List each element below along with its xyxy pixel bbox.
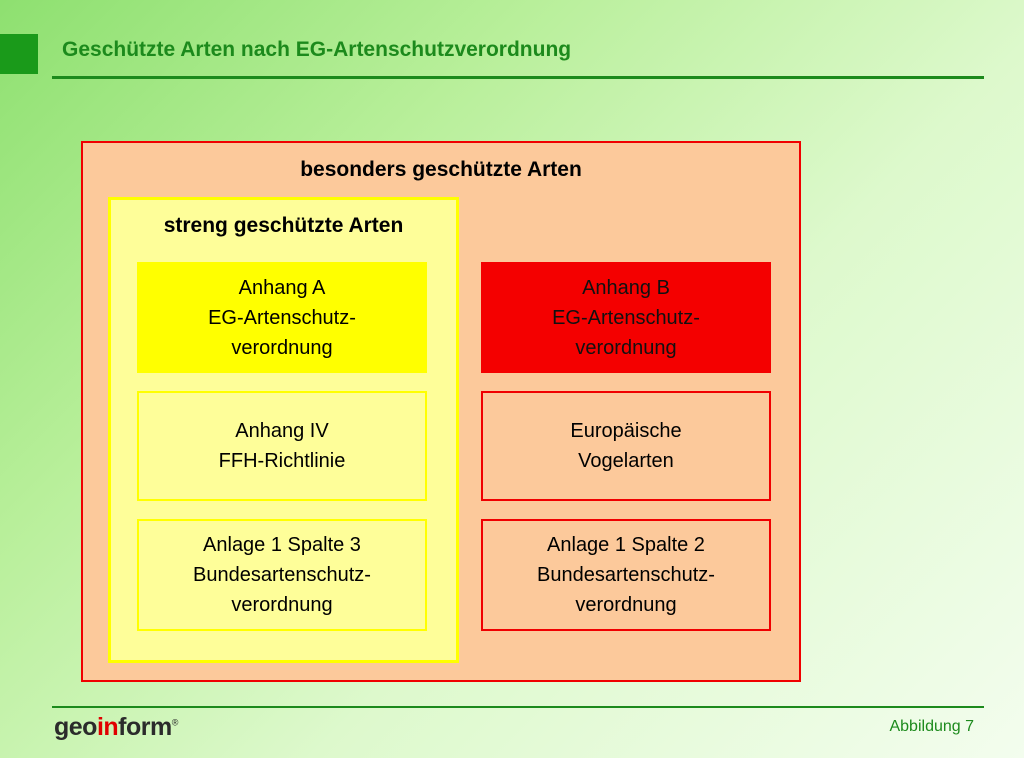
geoinform-logo: geoinform®	[54, 713, 178, 742]
cell-anlage-spalte-2: Anlage 1 Spalte 2 Bundesartenschutz- ver…	[481, 519, 771, 631]
cell-anhang-a: Anhang A EG-Artenschutz- verordnung	[137, 262, 427, 373]
cell-anlage-spalte-3: Anlage 1 Spalte 3 Bundesartenschutz- ver…	[137, 519, 427, 631]
cell-anhang-b: Anhang B EG-Artenschutz- verordnung	[481, 262, 771, 373]
cell-vogelarten: Europäische Vogelarten	[481, 391, 771, 501]
page-title: Geschützte Arten nach EG-Artenschutzvero…	[62, 38, 572, 61]
footer-divider	[52, 706, 984, 708]
cell-anhang-iv: Anhang IV FFH-Richtlinie	[137, 391, 427, 501]
corner-accent-square	[0, 34, 38, 74]
registered-mark: ®	[171, 717, 179, 728]
logo-part-form: form	[118, 713, 172, 741]
title-divider	[52, 76, 984, 79]
inner-label: streng geschützte Arten	[163, 214, 404, 237]
logo-part-in: in	[96, 713, 119, 741]
outer-label: besonders geschützte Arten	[300, 158, 582, 181]
logo-part-geo: geo	[54, 713, 97, 741]
figure-label: Abbildung 7	[889, 718, 974, 735]
